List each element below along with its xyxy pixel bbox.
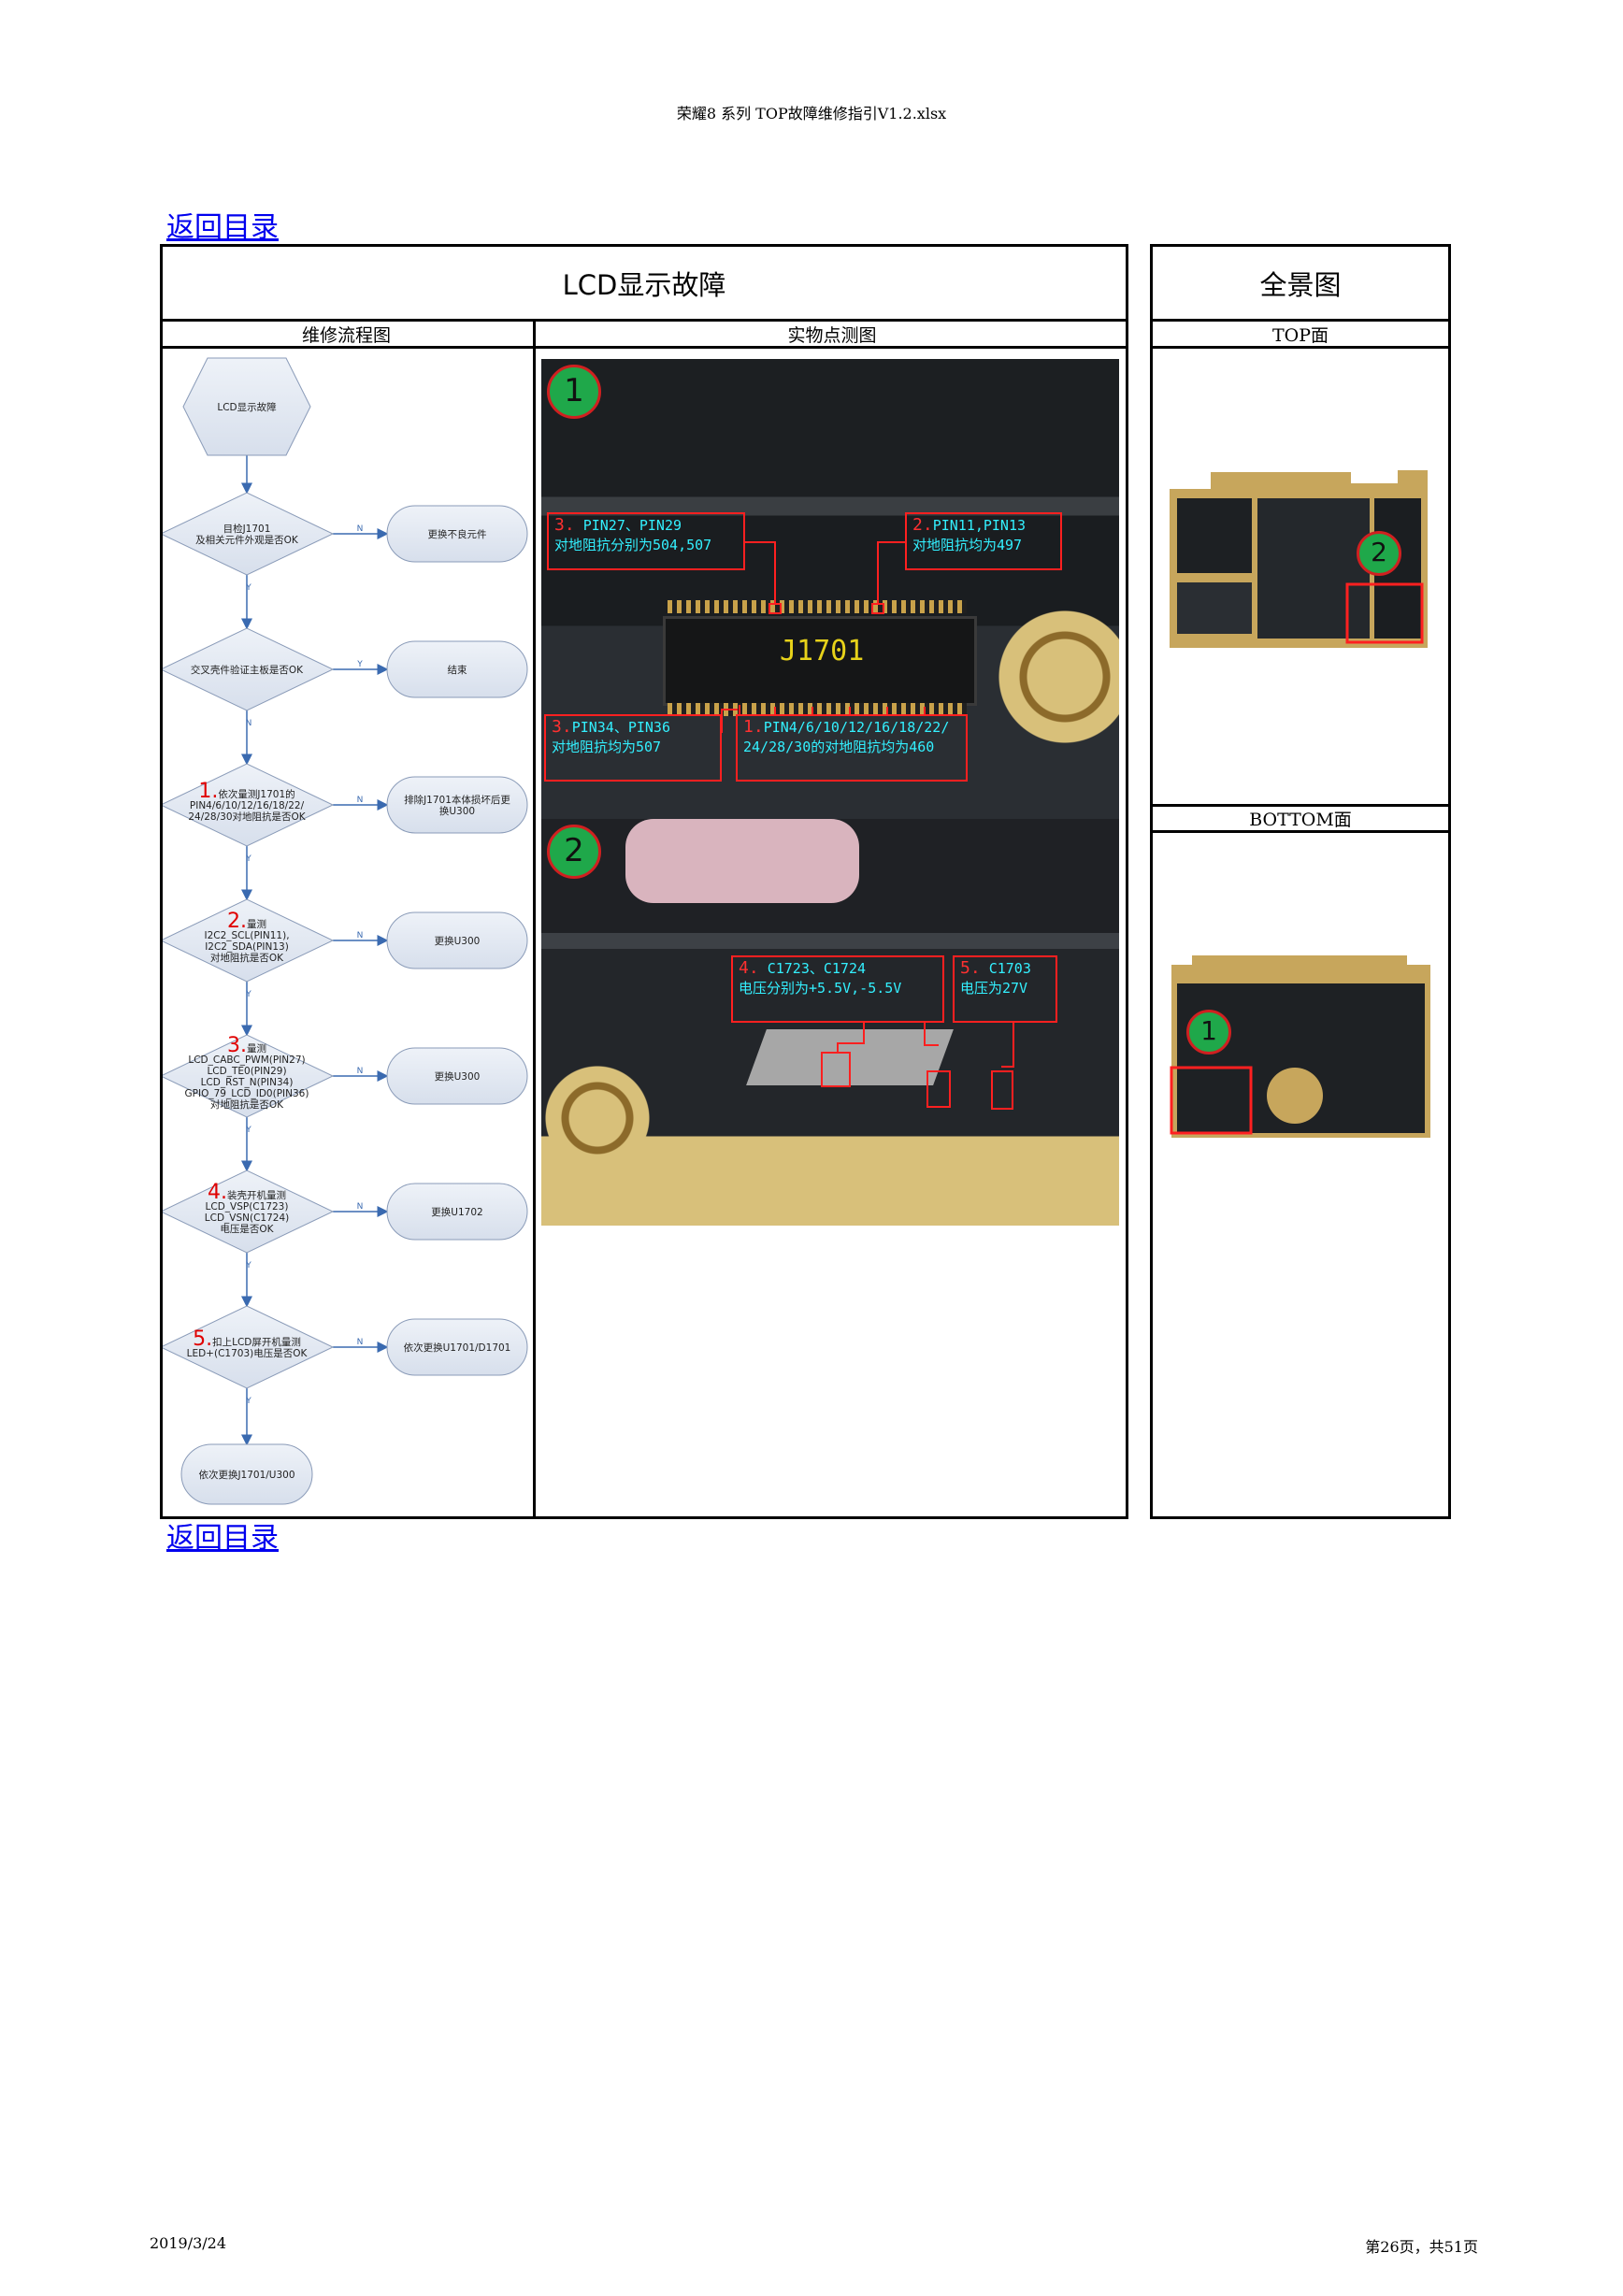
flow-decision-text: LCD_TE0(PIN29) xyxy=(207,1066,286,1077)
flow-action-text: 依次更换U1701/D1701 xyxy=(404,1342,511,1354)
flow-branch-label: Y xyxy=(245,1126,251,1135)
flow-action-text: 换U300 xyxy=(439,805,475,817)
flow-decision-text: LCD_CABC_PWM(PIN27) xyxy=(188,1055,305,1066)
flow-decision-text: 目检J1701 xyxy=(223,523,271,535)
flow-start-label: LCD显示故障 xyxy=(217,401,277,413)
flow-action-text: 更换U300 xyxy=(435,935,481,947)
bottom-overview-badge: 1 xyxy=(1186,1010,1231,1055)
flow-branch-label: N xyxy=(357,931,364,940)
flow-branch-label: Y xyxy=(356,660,363,669)
flow-branch-label: Y xyxy=(245,854,251,864)
flow-decision-text: 交叉壳件验证主板是否OK xyxy=(191,664,304,676)
flow-decision-text: 电压是否OK xyxy=(220,1223,274,1235)
flow-decision-text: LCD_RST_N(PIN34) xyxy=(201,1077,294,1088)
board-top-overview: 2 xyxy=(1164,461,1435,648)
top-side-label: TOP面 xyxy=(1150,322,1451,347)
overview-table xyxy=(1150,244,1451,1519)
back-to-toc-link-bottom[interactable]: 返回目录 xyxy=(166,1514,279,1556)
flow-decision-text: 及相关元件外观是否OK xyxy=(195,534,299,546)
back-to-toc-link-top[interactable]: 返回目录 xyxy=(166,204,279,245)
photo1-leader-lines xyxy=(541,359,1119,819)
flow-branch-label: N xyxy=(246,719,252,728)
flow-action-text: 更换U300 xyxy=(435,1070,481,1083)
flow-decision-text: PIN4/6/10/12/16/18/22/ xyxy=(190,800,305,811)
flow-action-text: 结束 xyxy=(448,664,467,676)
flow-decision-text: 对地阻抗是否OK xyxy=(210,952,284,964)
bottom-side-label: BOTTOM面 xyxy=(1150,806,1451,831)
flow-end-label: 依次更换J1701/U300 xyxy=(198,1469,294,1481)
flow-branch-label: Y xyxy=(245,1261,251,1270)
flow-branch-label: N xyxy=(357,1067,364,1076)
flow-branch-label: N xyxy=(357,1202,364,1212)
flow-branch-label: Y xyxy=(245,1397,251,1406)
flow-decision-text: LCD_VSP(C1723) xyxy=(206,1201,289,1213)
flow-action-text: 更换不良元件 xyxy=(428,528,487,540)
flow-decision-text: LED+(C1703)电压是否OK xyxy=(187,1347,309,1359)
footer-page-number: 第26页，共51页 xyxy=(1365,2234,1478,2257)
top-overview-badge: 2 xyxy=(1357,531,1401,576)
col-flow-header: 维修流程图 xyxy=(160,322,533,347)
flow-branch-label: N xyxy=(357,524,364,534)
col-photo-header: 实物点测图 xyxy=(536,322,1128,347)
flow-branch-label: Y xyxy=(245,990,251,999)
flow-decision-text: GPIO_79_LCD_ID0(PIN36) xyxy=(185,1088,309,1099)
board-bottom-overview: 1 xyxy=(1164,946,1435,1138)
flow-decision-text: I2C2_SDA(PIN13) xyxy=(205,941,289,953)
flow-decision-text: 24/28/30对地阻抗是否OK xyxy=(188,811,306,823)
flow-branch-label: Y xyxy=(245,583,251,593)
divider xyxy=(533,319,536,1519)
flow-branch-label: N xyxy=(357,1338,364,1347)
photo2-leader-lines xyxy=(541,819,1119,1226)
overview-title: 全景图 xyxy=(1150,264,1451,303)
flow-branch-label: N xyxy=(357,796,364,805)
main-title: LCD显示故障 xyxy=(160,264,1128,303)
flow-decision-text: I2C2_SCL(PIN11), xyxy=(204,930,289,941)
footer-date: 2019/3/24 xyxy=(150,2234,226,2252)
document-header: 荣耀8 系列 TOP故障维修指引V1.2.xlsx xyxy=(0,101,1623,123)
flow-action-text: 排除J1701本体损坏后更 xyxy=(404,794,510,806)
flow-decision-text: 对地阻抗是否OK xyxy=(210,1098,284,1111)
flow-decision-text: LCD_VSN(C1724) xyxy=(205,1213,289,1224)
flow-action-text: 更换U1702 xyxy=(431,1206,482,1218)
